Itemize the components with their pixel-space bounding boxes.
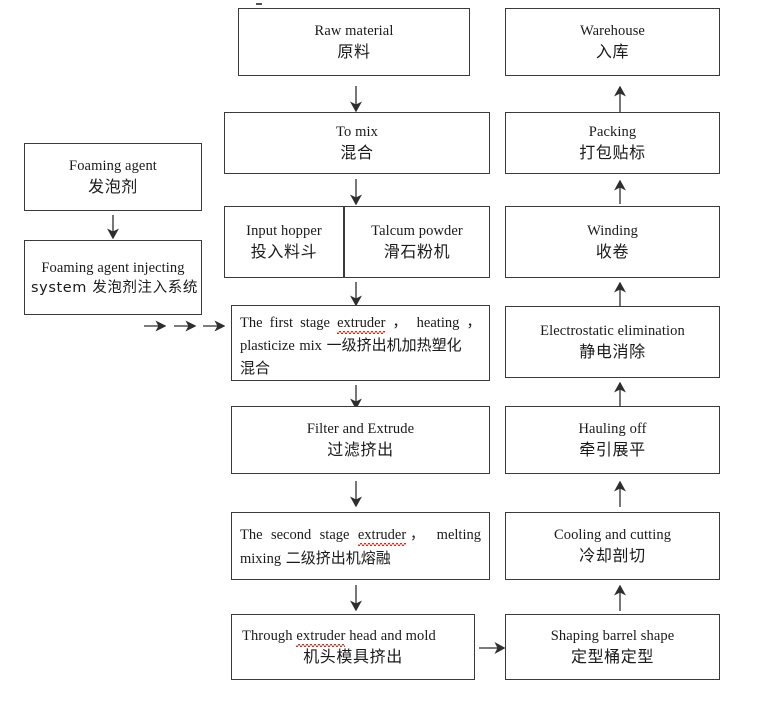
node-to-mix-en: To mix bbox=[336, 123, 378, 140]
arrow-hauling-to-static bbox=[612, 382, 628, 406]
stray-ink-mark bbox=[256, 3, 262, 5]
first-stage-text-zh-1: 一级挤出机加热塑化 bbox=[326, 336, 462, 355]
node-foaming-agent-zh: 发泡剂 bbox=[88, 176, 138, 196]
arrow-cooling-to-hauling bbox=[612, 481, 628, 507]
node-through-extruder-head-zh: 机头模具挤出 bbox=[303, 646, 403, 666]
arrow-winding-to-packing bbox=[612, 180, 628, 204]
node-packing-zh: 打包贴标 bbox=[579, 142, 646, 162]
node-second-stage-line1: The second stage extruder， melting bbox=[240, 524, 481, 546]
node-foaming-agent-en: Foaming agent bbox=[69, 157, 157, 174]
arrow-head-to-shaping bbox=[479, 640, 505, 656]
arrow-raw-to-mix bbox=[348, 86, 364, 112]
node-talcum-powder-zh: 滑石粉机 bbox=[383, 241, 451, 261]
node-electrostatic-elimination[interactable]: Electrostatic elimination 静电消除 bbox=[505, 306, 720, 378]
arrow-packing-to-warehouse bbox=[612, 86, 628, 112]
first-stage-text-zh-2: 混合 bbox=[240, 359, 271, 378]
arrow-inject-3 bbox=[203, 318, 225, 334]
node-hauling-off-zh: 牵引展平 bbox=[579, 439, 646, 459]
through-text-b: head and mold bbox=[345, 627, 436, 644]
arrow-hopper-to-first-stage bbox=[348, 282, 364, 306]
node-talcum-powder-en: Talcum powder bbox=[371, 222, 463, 239]
node-hauling-off[interactable]: Hauling off 牵引展平 bbox=[505, 406, 720, 474]
node-talcum-powder[interactable]: Talcum powder 滑石粉机 bbox=[344, 206, 490, 278]
node-second-stage-extruder[interactable]: The second stage extruder， melting mixin… bbox=[231, 512, 490, 580]
arrow-inject-2 bbox=[174, 318, 196, 334]
node-foaming-agent-injecting-en: Foaming agent injecting bbox=[41, 259, 185, 276]
first-stage-text-b: ， heating ， bbox=[385, 315, 481, 331]
node-filter-and-extrude[interactable]: Filter and Extrude 过滤挤出 bbox=[231, 406, 490, 474]
node-first-stage-extruder[interactable]: The first stage extruder ， heating ， pla… bbox=[231, 305, 490, 381]
node-cooling-and-cutting-zh: 冷却剖切 bbox=[579, 545, 646, 565]
arrow-inject-1 bbox=[144, 318, 166, 334]
node-raw-material-zh: 原料 bbox=[337, 41, 371, 61]
node-shaping-barrel-shape-zh: 定型桶定型 bbox=[570, 646, 654, 666]
arrow-second-to-head bbox=[348, 585, 364, 611]
through-text-a: Through bbox=[242, 627, 297, 644]
node-foaming-agent-injecting[interactable]: Foaming agent injecting system 发泡剂注入系统 bbox=[24, 240, 202, 315]
node-cooling-and-cutting-en: Cooling and cutting bbox=[553, 526, 672, 543]
spellcheck-word-extruder-3: extruder bbox=[296, 627, 346, 644]
node-foaming-agent-injecting-zh: system 发泡剂注入系统 bbox=[31, 279, 198, 296]
node-first-stage-line3: 混合 bbox=[240, 357, 481, 380]
node-filter-and-extrude-zh: 过滤挤出 bbox=[327, 439, 394, 459]
second-stage-text-b: ， melting bbox=[406, 527, 481, 544]
node-raw-material-en: Raw material bbox=[314, 22, 394, 39]
arrow-agent-to-injecting bbox=[105, 215, 121, 239]
node-input-hopper[interactable]: Input hopper 投入料斗 bbox=[224, 206, 344, 278]
arrow-static-to-winding bbox=[612, 282, 628, 306]
node-shaping-barrel-shape-en: Shaping barrel shape bbox=[550, 627, 675, 644]
node-warehouse-en: Warehouse bbox=[580, 22, 645, 39]
node-electrostatic-elimination-en: Electrostatic elimination bbox=[540, 322, 685, 339]
node-first-stage-line1: The first stage extruder ， heating ， bbox=[240, 312, 481, 334]
node-hauling-off-en: Hauling off bbox=[578, 420, 647, 437]
node-electrostatic-elimination-zh: 静电消除 bbox=[579, 341, 646, 361]
node-to-mix[interactable]: To mix 混合 bbox=[224, 112, 490, 174]
node-input-hopper-zh: 投入料斗 bbox=[250, 241, 318, 261]
node-shaping-barrel-shape[interactable]: Shaping barrel shape 定型桶定型 bbox=[505, 614, 720, 680]
node-winding-zh: 收卷 bbox=[595, 241, 630, 261]
node-to-mix-zh: 混合 bbox=[340, 142, 374, 162]
arrow-mix-to-hopper bbox=[348, 179, 364, 205]
second-stage-text-c: mixing bbox=[240, 550, 286, 567]
node-packing-en: Packing bbox=[588, 123, 637, 140]
node-cooling-and-cutting[interactable]: Cooling and cutting 冷却剖切 bbox=[505, 512, 720, 580]
node-input-hopper-en: Input hopper bbox=[246, 222, 322, 239]
node-through-extruder-head[interactable]: Through extruder head and mold 机头模具挤出 bbox=[231, 614, 475, 680]
arrow-first-stage-to-filter bbox=[348, 385, 364, 409]
node-first-stage-line2: plasticize mix 一级挤出机加热塑化 bbox=[240, 334, 481, 357]
node-second-stage-line2: mixing 二级挤出机熔融 bbox=[240, 547, 481, 570]
node-filter-and-extrude-en: Filter and Extrude bbox=[306, 420, 415, 437]
spellcheck-word-extruder-1: extruder bbox=[337, 315, 386, 331]
node-packing[interactable]: Packing 打包贴标 bbox=[505, 112, 720, 174]
node-through-extruder-head-en: Through extruder head and mold bbox=[238, 626, 472, 646]
node-winding-en: Winding bbox=[587, 222, 638, 239]
node-raw-material[interactable]: Raw material 原料 bbox=[238, 8, 470, 76]
arrow-shaping-to-cooling bbox=[612, 585, 628, 611]
node-warehouse-zh: 入库 bbox=[595, 41, 630, 61]
arrow-filter-to-second bbox=[348, 481, 364, 507]
node-foaming-agent[interactable]: Foaming agent 发泡剂 bbox=[24, 143, 202, 211]
spellcheck-word-extruder-2: extruder bbox=[357, 527, 407, 544]
second-stage-text-a: The second stage bbox=[240, 527, 358, 544]
node-warehouse[interactable]: Warehouse 入库 bbox=[505, 8, 720, 76]
first-stage-text-a: The first stage bbox=[240, 315, 338, 331]
second-stage-text-zh: 二级挤出机熔融 bbox=[285, 548, 391, 567]
first-stage-text-c: plasticize mix bbox=[240, 338, 327, 355]
node-winding[interactable]: Winding 收卷 bbox=[505, 206, 720, 278]
